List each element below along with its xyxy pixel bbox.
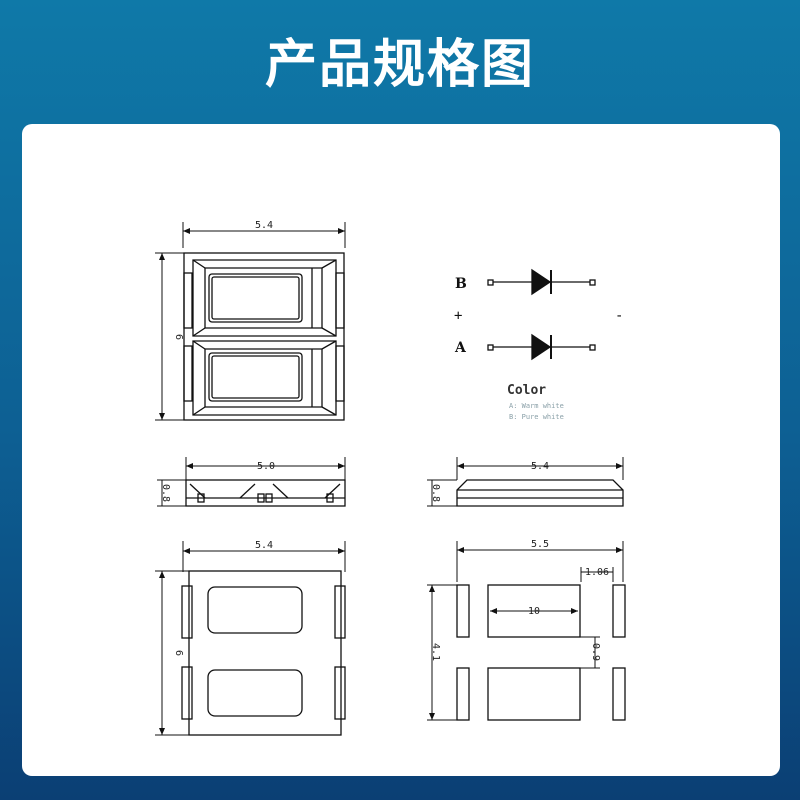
top-view: 5.4 6 xyxy=(155,220,346,421)
dim-top-height: 6 xyxy=(173,334,184,340)
dim-pad-total-height: 4.1 xyxy=(430,643,441,661)
bottom-view: 5.4 6 xyxy=(155,540,346,736)
label-a: A xyxy=(454,340,467,356)
terminal-icon xyxy=(589,344,596,351)
terminal-icon xyxy=(487,279,494,286)
minus-sign: - xyxy=(615,308,623,324)
terminal-icon xyxy=(487,344,494,351)
dim-side-right-height: 0.8 xyxy=(430,484,441,502)
dim-side-right-width: 5.4 xyxy=(531,461,549,472)
spec-drawing-card xyxy=(22,124,780,776)
color-b: B: Pure white xyxy=(509,413,564,421)
page-title: 产品规格图 xyxy=(264,35,535,95)
label-b: B xyxy=(455,276,467,292)
dim-side-front-height: 0.8 xyxy=(160,484,171,502)
color-a: A: Warm white xyxy=(509,402,564,410)
terminal-icon xyxy=(589,279,596,286)
dim-bottom-width: 5.4 xyxy=(255,540,273,551)
dim-bottom-height: 6 xyxy=(173,650,184,656)
dim-top-width: 5.4 xyxy=(255,220,273,231)
color-title: Color xyxy=(507,383,546,398)
dim-pad-small-width: 1.06 xyxy=(585,567,609,578)
dim-pad-inner-width: 10 xyxy=(528,606,540,617)
diode-icon xyxy=(531,268,552,296)
side-view-right: 5.4 0.8 xyxy=(427,457,624,507)
dim-pad-total-width: 5.5 xyxy=(531,539,549,550)
pad-layout: 5.5 1.06 10 4.1 0.9 xyxy=(427,539,626,721)
diode-icon xyxy=(531,333,552,361)
diode-schematic: B A + - Color A: Warm white B: Pure whit… xyxy=(454,268,623,421)
dim-side-front-width: 5.0 xyxy=(257,461,275,472)
plus-sign: + xyxy=(454,308,462,324)
side-view-front: 5.0 0.8 xyxy=(157,457,346,507)
dim-pad-gap: 0.9 xyxy=(590,643,601,661)
